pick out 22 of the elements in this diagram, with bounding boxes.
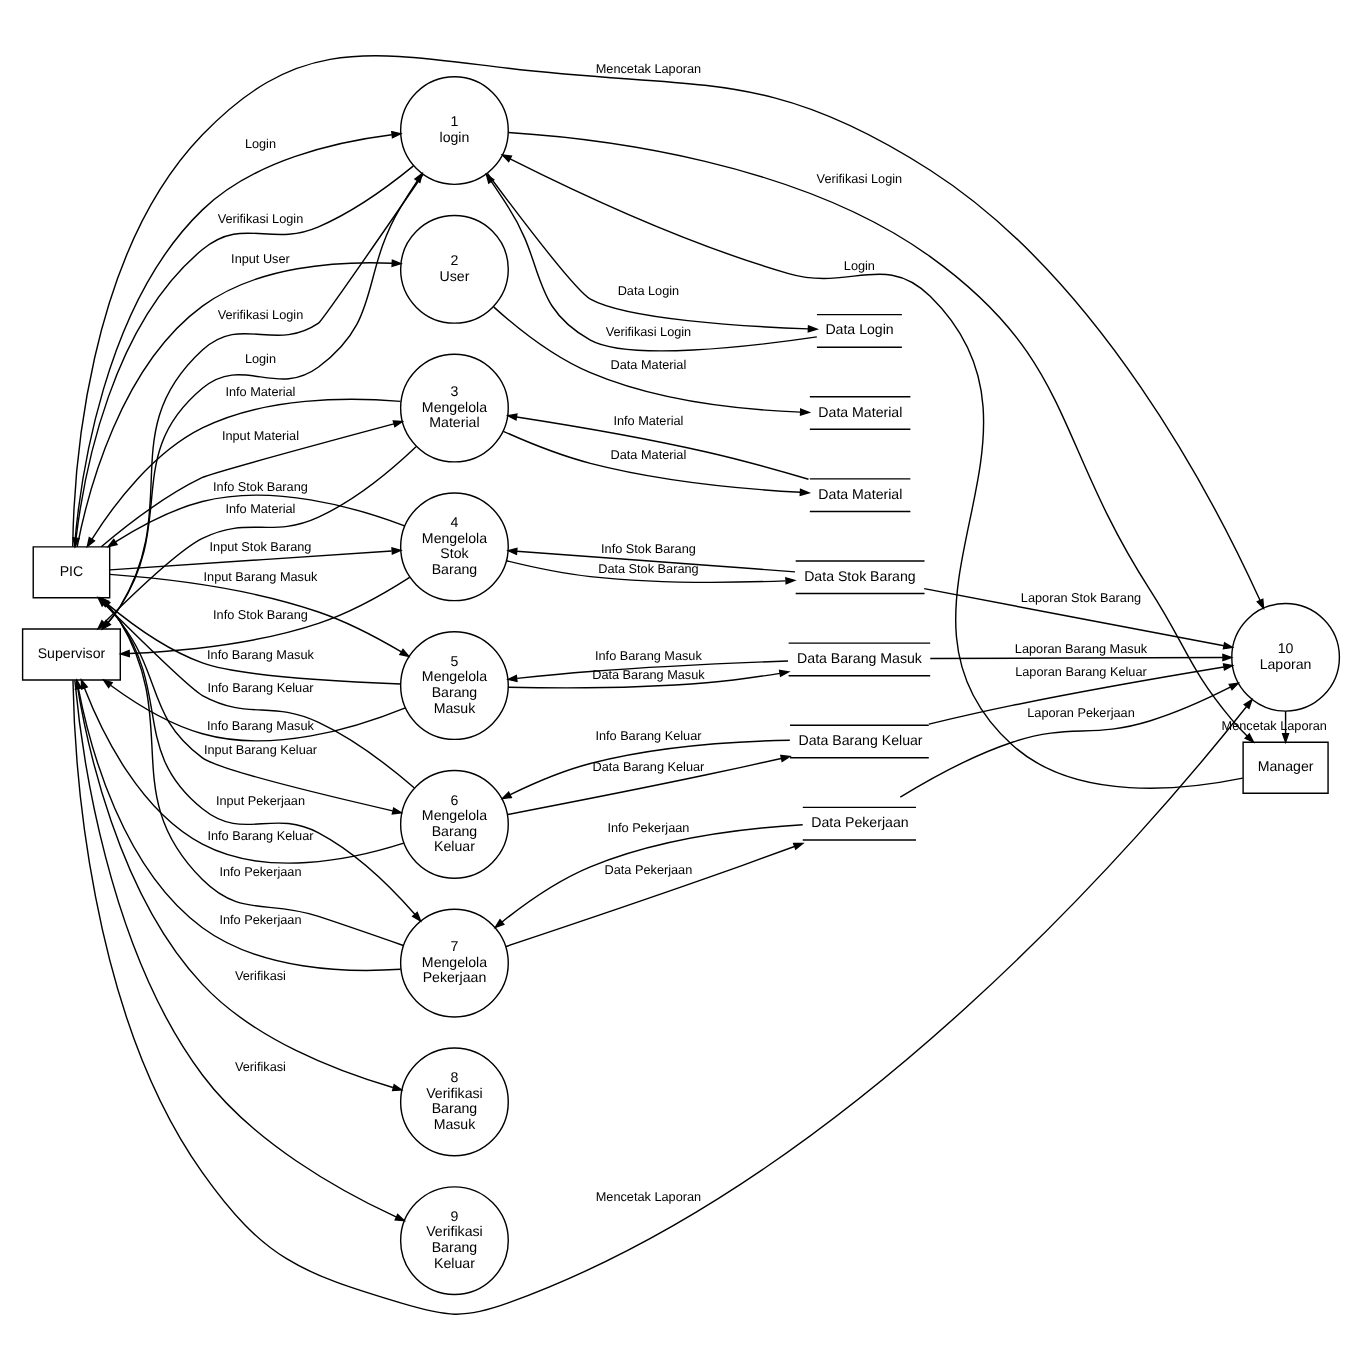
arrow: [80, 677, 405, 863]
arrow: [500, 738, 791, 799]
arrow: [86, 397, 402, 548]
arrow: [506, 546, 796, 572]
arrow: [505, 841, 805, 947]
arrow: [507, 668, 791, 688]
arrow: [101, 677, 407, 741]
arrow: [923, 586, 1235, 649]
arrow: [492, 305, 812, 416]
arrow: [109, 546, 403, 570]
arrow: [506, 659, 789, 682]
arrow: [100, 419, 405, 547]
arrow: [929, 652, 1234, 661]
arrow: [106, 493, 406, 547]
arrow: [76, 258, 403, 547]
arrow: [507, 753, 792, 815]
arrow: [505, 559, 797, 584]
arrow: [899, 681, 1241, 797]
arrow: [928, 662, 1235, 724]
arrow: [493, 823, 804, 928]
arrow: [505, 412, 810, 479]
arrow: [502, 429, 812, 496]
